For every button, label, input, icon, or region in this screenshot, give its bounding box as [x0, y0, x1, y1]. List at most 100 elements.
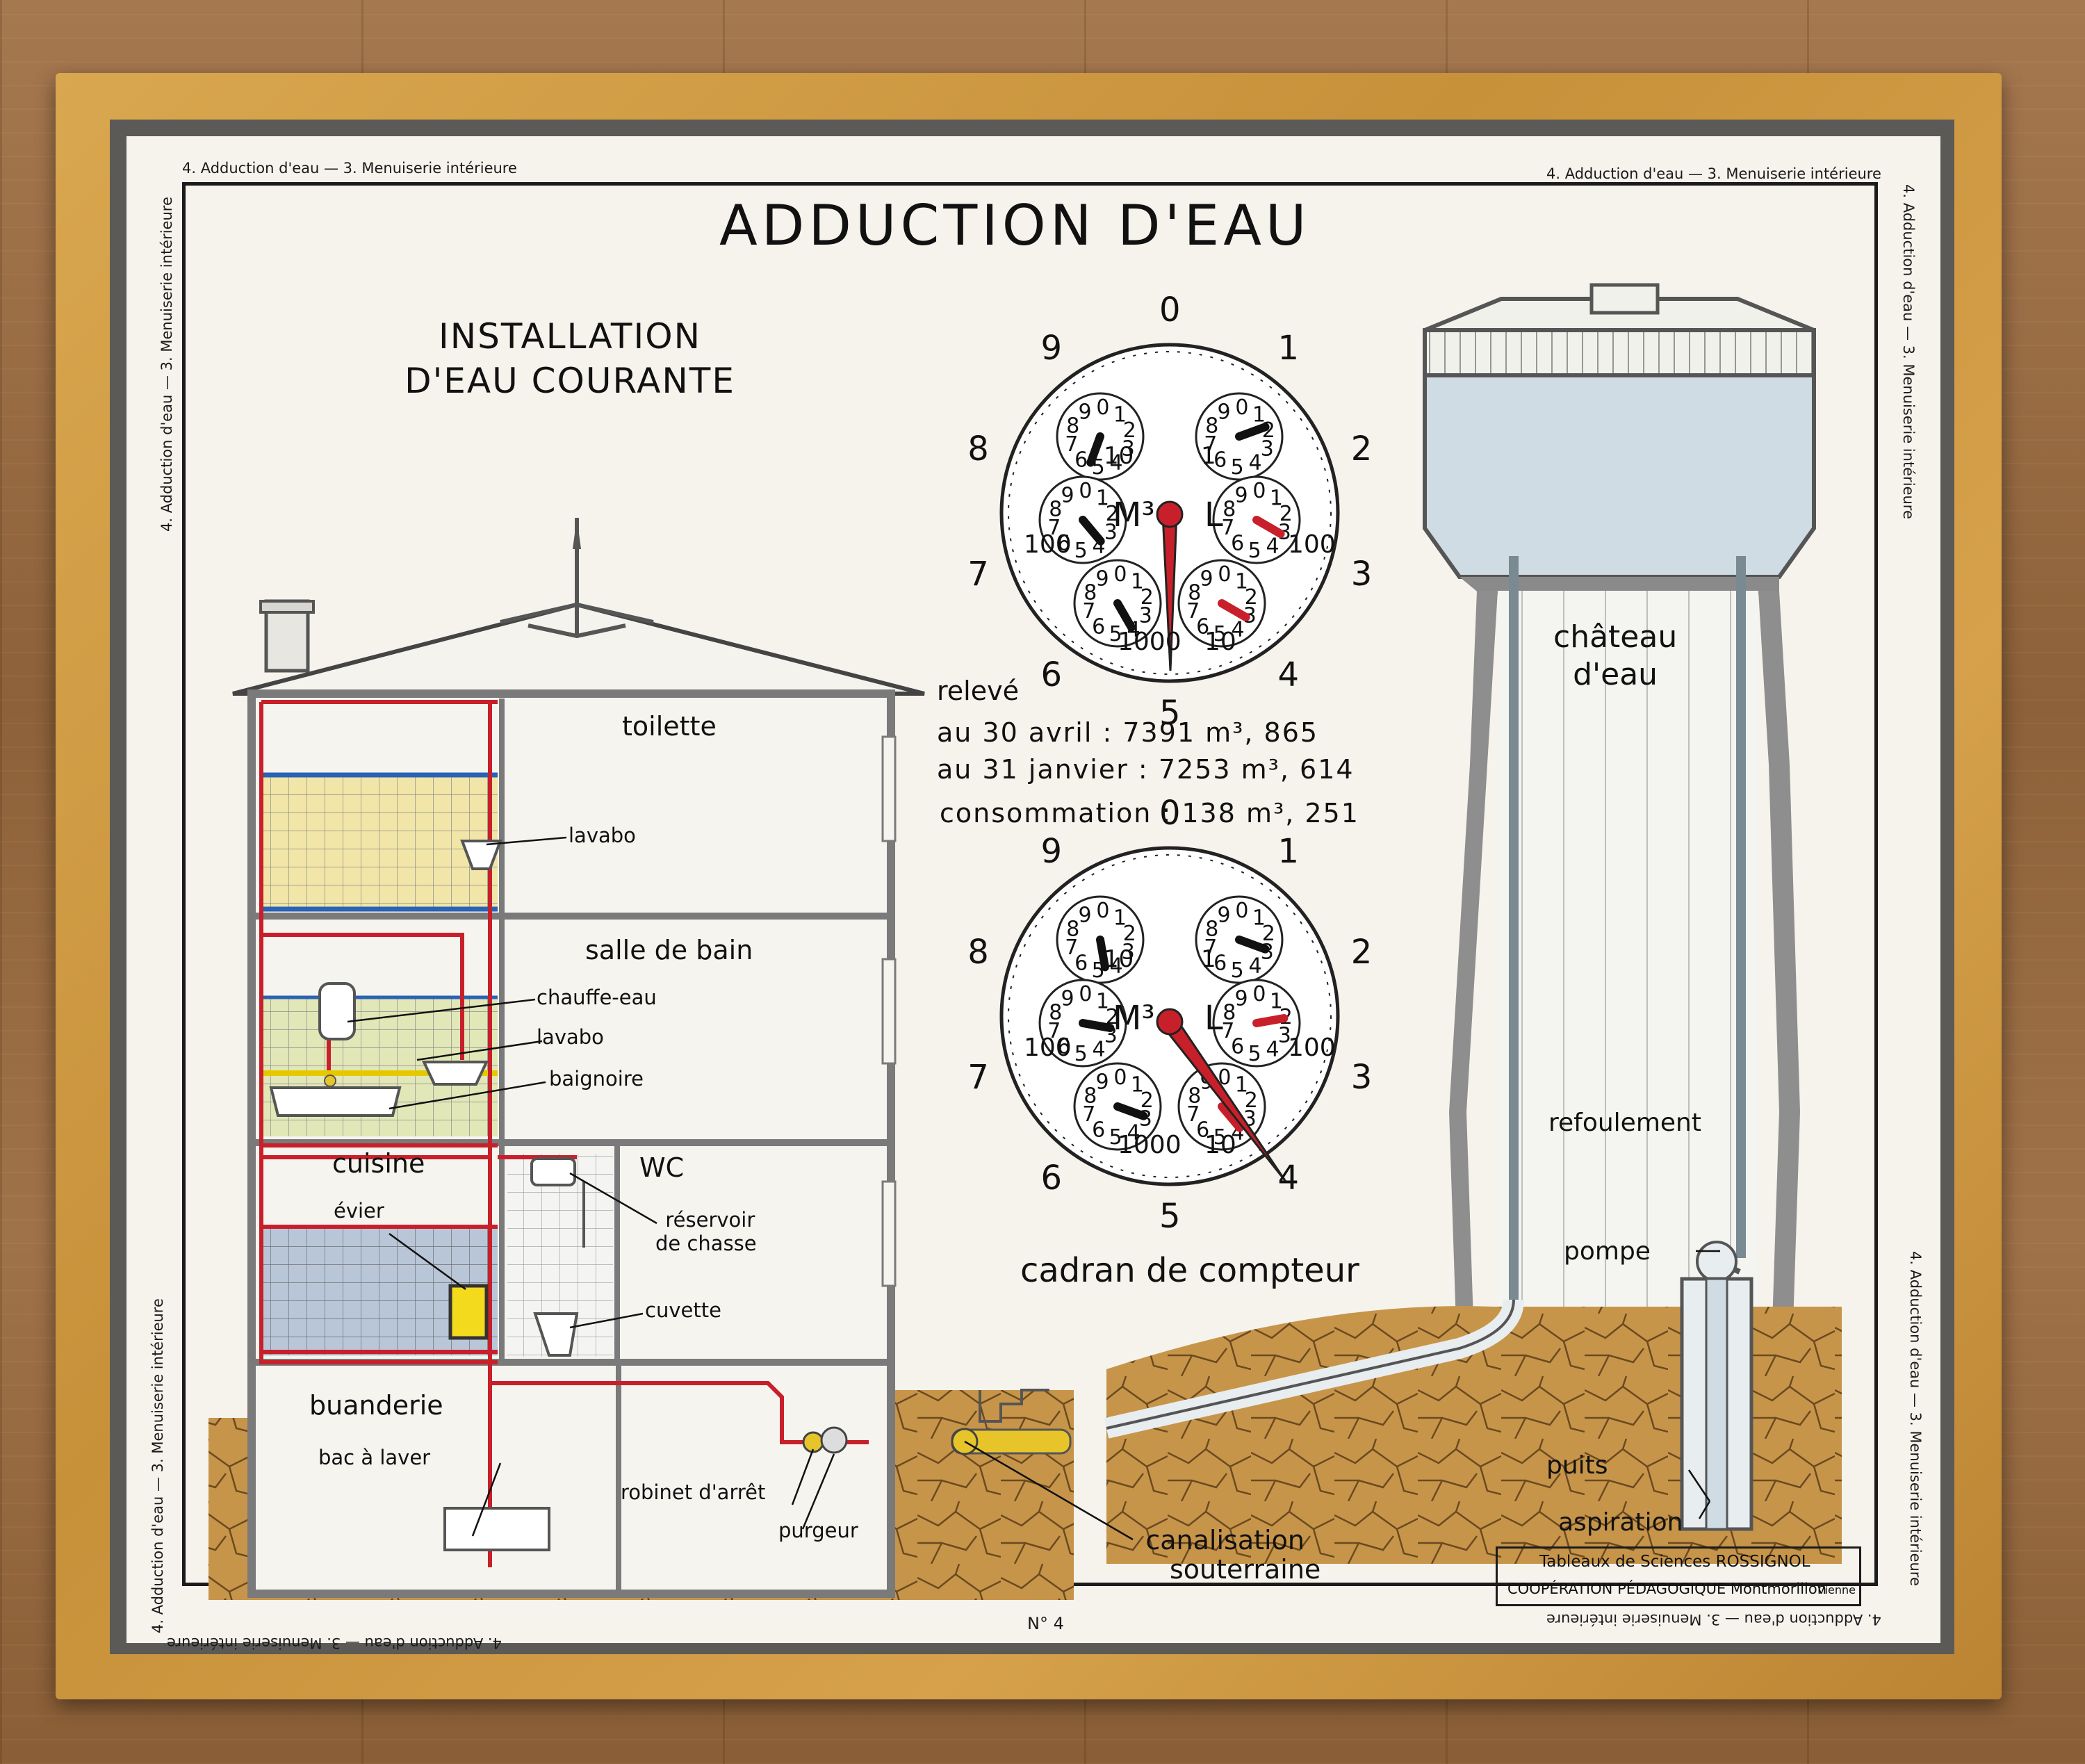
label-robinet-darret: robinet d'arrêt	[621, 1480, 766, 1504]
dial-bottom-digit-4: 4	[1277, 1158, 1299, 1198]
sub-dial-digit: 7	[1065, 936, 1078, 960]
dial-top-label-hundred_left: 100	[1024, 530, 1072, 559]
sub-dial-digit: 7	[1082, 1102, 1095, 1127]
label-canalisation-line-2: souterraine	[1170, 1554, 1321, 1585]
sub-dial-digit: 9	[1218, 903, 1231, 927]
sub-dial-digit: 8	[1049, 498, 1062, 522]
label-reservoir-de-chasse: réservoir de chasse	[655, 1208, 757, 1255]
sub-dial-digit: 1	[1270, 989, 1283, 1013]
dial-top-label-one: 1	[1201, 442, 1216, 470]
sub-dial-digit: 1	[1270, 486, 1283, 510]
label-chauffe-eau: chauffe-eau	[537, 986, 657, 1009]
sub-dial-needle	[1252, 1014, 1289, 1027]
sub-dial-digit: 2	[1140, 585, 1154, 610]
sub-dial-digit: 2	[1123, 922, 1136, 946]
reading-january: au 31 janvier : 7253 m³, 614	[937, 754, 1355, 785]
sub-dial-digit: 6	[1074, 952, 1088, 976]
sub-dial-needle	[1113, 1102, 1148, 1120]
sub-dial-digit: 8	[1223, 1001, 1236, 1025]
sub-dial-digit: 4	[1109, 954, 1122, 979]
publisher-line-2: COOPÉRATION PÉDAGOGIQUE Montmorillon	[1507, 1581, 1827, 1597]
sub-dial-digit: 4	[1266, 534, 1279, 559]
dial-bottom-digit-9: 9	[1040, 832, 1063, 872]
sub-dial-digit: 9	[1061, 483, 1074, 507]
sub-dial-digit: 8	[1066, 917, 1079, 942]
dial-bottom-label-l: L	[1204, 999, 1223, 1038]
sub-dial-needle	[1096, 936, 1109, 972]
sub-dial-digit: 6	[1092, 615, 1105, 639]
poster-title: ADDUCTION D'EAU	[719, 193, 1311, 258]
dial-top-digit-9: 9	[1040, 329, 1063, 368]
label-baignoire: baignoire	[549, 1067, 644, 1091]
sub-dial-digit: 1	[1235, 1072, 1248, 1097]
sub-dial-digit: 2	[1140, 1088, 1154, 1113]
dial-top-label-hundred_right: 100	[1288, 530, 1336, 559]
sub-dial-digit: 6	[1213, 448, 1227, 473]
sub-dial-digit: 2	[1106, 502, 1119, 526]
sub-dial-needle	[1086, 432, 1104, 467]
sub-dial-needle	[1113, 599, 1136, 632]
label-reservoir-line-1: réservoir	[665, 1208, 755, 1232]
sub-dial-digit: 9	[1079, 903, 1092, 927]
label-chateau-deau: château d'eau	[1553, 619, 1677, 694]
sub-dial-digit: 5	[1248, 1042, 1261, 1066]
sub-dial-digit: 8	[1205, 414, 1218, 439]
reading-consumption: consommation : 138 m³, 251	[940, 798, 1359, 828]
sub-dial-needle	[1079, 1019, 1115, 1032]
sub-dial-digit: 3	[1261, 436, 1274, 461]
sub-dial-needle	[1235, 936, 1270, 954]
sub-dial-digit: 8	[1188, 1084, 1201, 1109]
dial-top-label-l: L	[1204, 496, 1223, 534]
sub-dial-digit: 0	[1218, 562, 1231, 587]
dial-bottom-label-one: 1	[1201, 945, 1216, 973]
sub-dial-digit: 0	[1079, 479, 1092, 503]
dial-top-label-ten_bottom: 10	[1204, 628, 1236, 656]
room-cuisine: cuisine	[332, 1148, 425, 1179]
sub-dial-digit: 9	[1235, 483, 1248, 507]
sub-dial-digit: 0	[1235, 899, 1248, 923]
dial-bottom-digit-1: 1	[1277, 832, 1299, 872]
sub-dial-digit: 9	[1200, 566, 1213, 591]
sub-dial-digit: 7	[1065, 432, 1078, 457]
label-aspiration: aspiration	[1558, 1508, 1683, 1537]
sub-dial-digit: 3	[1278, 1023, 1291, 1047]
sub-dial-digit: 5	[1213, 622, 1227, 646]
dial-top-label-m3: M³	[1113, 496, 1155, 534]
dial-top-digit-6: 6	[1040, 655, 1063, 694]
sub-dial-digit: 7	[1186, 1102, 1200, 1127]
sub-dial-digit: 5	[1248, 539, 1261, 563]
sub-dial-digit: 1	[1096, 486, 1109, 510]
sub-dial-digit: 5	[1109, 622, 1122, 646]
label-canalisation-line-1: canalisation	[1145, 1525, 1305, 1555]
sub-dial-digit: 8	[1188, 581, 1201, 605]
sub-dial-needle	[1218, 1102, 1244, 1132]
dial-bottom-digit-3: 3	[1350, 1057, 1373, 1097]
section-title-line-2: D'EAU COURANTE	[404, 361, 735, 401]
sub-dial-digit: 7	[1047, 1019, 1061, 1043]
sub-dial-digit: 8	[1084, 1084, 1097, 1109]
dial-top-digit-5: 5	[1159, 694, 1181, 733]
sub-dial-digit: 4	[1109, 451, 1122, 475]
sub-dial-digit: 6	[1213, 952, 1227, 976]
sub-dial-digit: 1	[1113, 402, 1127, 427]
sub-dial-digit: 4	[1248, 451, 1261, 475]
sub-dial-digit: 8	[1066, 414, 1079, 439]
sub-dial-digit: 0	[1235, 395, 1248, 420]
sub-dial-digit: 7	[1204, 936, 1217, 960]
sub-dial-digit: 8	[1049, 1001, 1062, 1025]
dial-bottom-label-ten: 10	[1104, 945, 1134, 973]
dial-top-digit-1: 1	[1277, 329, 1299, 368]
series-label-top-right: 4. Adduction d'eau — 3. Menuiserie intér…	[1546, 165, 1881, 182]
sub-dial-digit: 5	[1231, 455, 1244, 480]
sub-dial-digit: 1	[1131, 569, 1144, 594]
sub-dial-digit: 1	[1252, 402, 1266, 427]
label-chateau-line-1: château	[1553, 619, 1678, 655]
sub-dial-digit: 4	[1231, 618, 1244, 642]
sub-dial-digit: 4	[1127, 1121, 1140, 1145]
sub-dial-needle	[1235, 423, 1270, 441]
sub-dial-digit: 2	[1245, 585, 1258, 610]
dial-bottom-digit-8: 8	[967, 933, 989, 972]
sub-dial-digit: 3	[1122, 436, 1135, 461]
label-chateau-line-2: d'eau	[1573, 657, 1658, 692]
sub-dial-digit: 3	[1104, 520, 1118, 544]
